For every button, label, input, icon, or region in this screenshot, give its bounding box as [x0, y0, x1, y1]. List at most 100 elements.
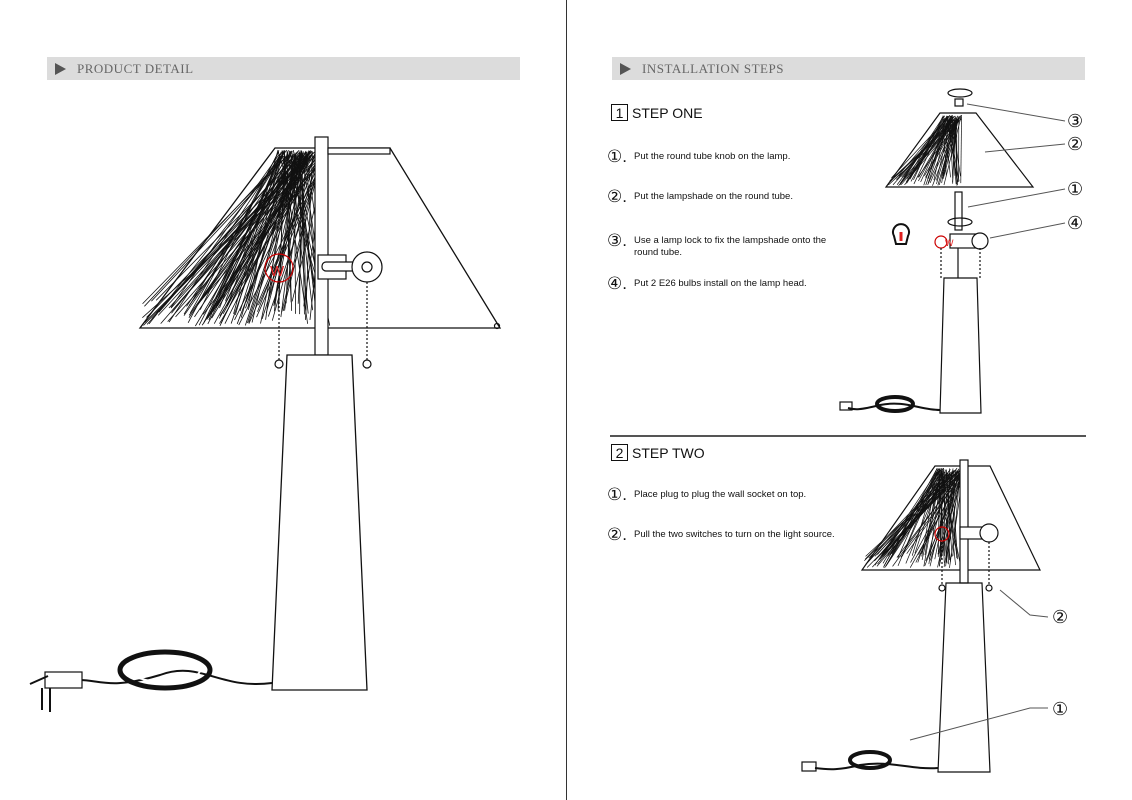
straw-stroke — [905, 116, 947, 183]
straw-stroke — [876, 469, 962, 567]
item-number: ②. — [607, 525, 627, 544]
straw-stroke — [183, 149, 300, 316]
product-detail-header: PRODUCT DETAIL — [47, 57, 520, 80]
item-text: Place plug to plug the wall socket on to… — [634, 489, 807, 500]
section-title: INSTALLATION STEPS — [642, 60, 784, 76]
item-number: ①. — [607, 147, 627, 166]
straw-stroke — [904, 120, 953, 186]
triangle-icon — [620, 62, 631, 75]
lamp-socket — [351, 251, 383, 283]
straw-stroke — [872, 473, 957, 568]
callout-number: ① — [1067, 179, 1084, 199]
step-two-heading: 2 STEP TWO — [611, 444, 705, 461]
straw-stroke — [892, 120, 951, 186]
triangle-icon — [55, 62, 66, 75]
lamp-illustration-assembled — [801, 459, 1049, 773]
straw-stroke — [189, 152, 282, 314]
straw-stroke — [885, 469, 941, 567]
item-text: Put the round tube knob on the lamp. — [634, 151, 791, 162]
item-number: ③. — [607, 231, 627, 250]
straw-stroke — [144, 151, 315, 323]
callout-number: ④ — [1067, 213, 1084, 233]
straw-stroke — [929, 470, 954, 567]
straw-stroke — [933, 117, 949, 181]
round-tube — [954, 191, 963, 231]
straw-stroke — [908, 120, 958, 180]
step-number: 2 — [611, 444, 628, 461]
straw-stroke — [261, 152, 316, 320]
lampshade-outline — [884, 112, 1035, 188]
callout-number: ② — [1067, 134, 1084, 154]
straw-stroke — [891, 117, 948, 179]
straw-stroke — [273, 150, 301, 306]
straw-stroke — [260, 152, 297, 324]
item-number: ②. — [607, 187, 627, 206]
list-item: ②.Put the lampshade on the round tube. — [607, 187, 837, 206]
installation-steps-header: INSTALLATION STEPS — [612, 57, 1085, 80]
straw-stroke — [891, 473, 943, 555]
straw-stroke — [906, 115, 946, 179]
straw-stroke — [940, 470, 951, 562]
straw-stroke — [928, 472, 964, 559]
list-item: ④.Put 2 E26 bulbs install on the lamp he… — [607, 274, 837, 293]
straw-stroke — [960, 115, 962, 184]
item-text: Use a lamp lock to fix the lampshade ont… — [634, 235, 827, 258]
lamp-base — [937, 582, 991, 773]
straw-stroke — [301, 152, 307, 311]
straw-stroke — [155, 153, 302, 301]
straw-stroke — [206, 151, 325, 320]
straw-stroke — [913, 116, 947, 185]
lampshade-outline — [860, 465, 1041, 571]
step-title: STEP TWO — [632, 444, 705, 461]
list-item: ①. Put the round tube knob on the lamp. — [607, 147, 837, 166]
straw-stroke — [881, 473, 941, 557]
straw-stroke — [918, 120, 953, 182]
lock-mark: W — [270, 263, 285, 280]
straw-stroke — [142, 155, 287, 305]
straw-stroke — [900, 114, 962, 185]
tube-knob — [954, 98, 964, 107]
straw-stroke — [880, 468, 943, 557]
straw-stroke — [947, 120, 958, 180]
straw-stroke — [945, 469, 956, 566]
straw-stroke — [932, 118, 959, 186]
lock-mark: W — [945, 238, 954, 248]
step-one-heading: 1 STEP ONE — [611, 104, 703, 121]
plug-icon — [839, 401, 853, 411]
straw-stroke — [286, 153, 293, 311]
step-number: 1 — [611, 104, 628, 121]
straw-stroke — [144, 154, 286, 307]
straw-stroke — [915, 469, 964, 563]
callout-number: ③ — [1067, 111, 1084, 131]
straw-stroke — [273, 154, 297, 312]
straw-stroke — [214, 153, 295, 303]
lamp-illustration-exploded — [839, 88, 1066, 414]
straw-stroke — [284, 154, 305, 311]
straw-stroke — [197, 151, 314, 306]
straw-stroke — [883, 468, 939, 566]
item-number: ④. — [607, 274, 627, 293]
straw-stroke — [918, 469, 959, 555]
straw-stroke — [305, 154, 313, 320]
straw-stroke — [168, 151, 283, 323]
straw-stroke — [188, 155, 299, 318]
straw-stroke — [879, 468, 964, 560]
straw-stroke — [142, 151, 328, 318]
straw-stroke — [213, 150, 311, 324]
section-title: PRODUCT DETAIL — [77, 60, 194, 76]
straw-stroke — [233, 149, 279, 314]
page-divider — [566, 0, 567, 800]
straw-stroke — [951, 473, 958, 557]
straw-stroke — [219, 154, 324, 317]
straw-stroke — [143, 150, 313, 326]
plug-icon — [44, 671, 83, 689]
list-item: ①. Place plug to plug the wall socket on … — [607, 485, 837, 504]
straw-stroke — [927, 115, 951, 184]
list-item: ③. Use a lamp lock to fix the lampshade o… — [607, 231, 847, 259]
straw-stroke — [905, 471, 944, 564]
callout-number: ② — [1052, 607, 1069, 627]
straw-stroke — [938, 468, 942, 559]
item-number: ①. — [607, 485, 627, 504]
straw-stroke — [954, 118, 958, 186]
